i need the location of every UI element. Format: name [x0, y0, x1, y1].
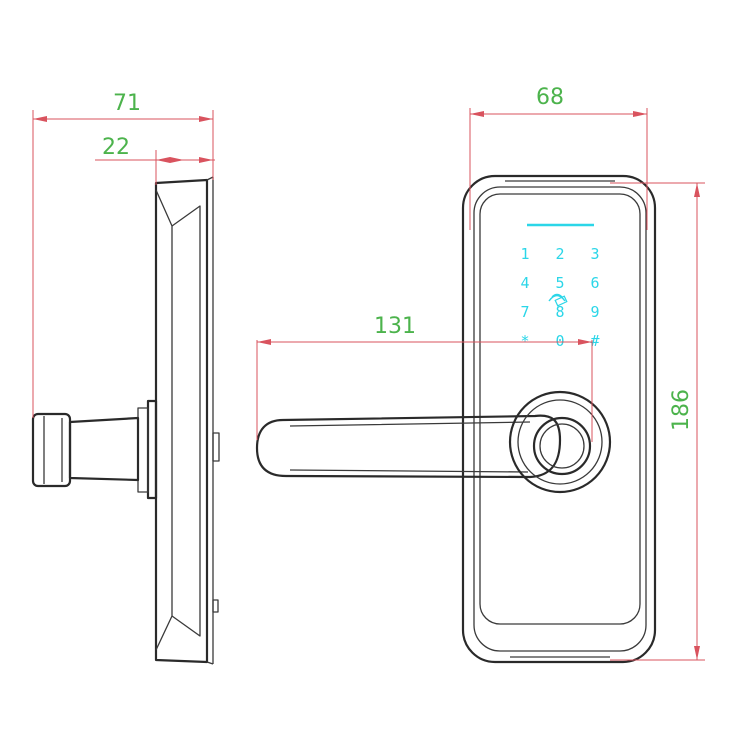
keypad-key-7[interactable]: 7	[520, 303, 529, 321]
side-view	[31, 176, 220, 665]
keypad-glass-panel	[479, 193, 641, 625]
keypad-key-9[interactable]: 9	[590, 303, 599, 321]
keypad-key-5[interactable]: 5	[555, 274, 564, 292]
keypad-key-3[interactable]: 3	[590, 245, 599, 263]
keypad-key-star[interactable]: *	[520, 332, 529, 350]
arrow-head	[470, 111, 484, 117]
arrow-head	[199, 157, 213, 163]
side-handle-shaft	[68, 416, 140, 482]
dimension-131: 131	[256, 314, 593, 442]
dimension-label: 186	[669, 389, 694, 431]
dimension-68: 68	[469, 85, 648, 230]
front-handle-contour	[289, 421, 531, 473]
front-plate-outer	[461, 174, 657, 664]
front-view: 1 2 3 4 5 6 7 8 9 * 0 #	[255, 174, 657, 664]
keypad-key-2[interactable]: 2	[555, 245, 564, 263]
front-handle-rose-inner	[517, 399, 603, 485]
side-plate-stub	[212, 432, 220, 462]
front-handle-lever	[255, 414, 562, 479]
keypad-key-0[interactable]: 0	[555, 332, 564, 350]
dimension-label: 71	[113, 91, 141, 116]
arrow-head	[633, 111, 647, 117]
arrow-head	[199, 116, 213, 122]
side-plate-face	[171, 205, 201, 637]
keypad-key-hash[interactable]: #	[590, 332, 599, 350]
keypad-key-8[interactable]: 8	[555, 303, 564, 321]
fingerprint-icon[interactable]	[532, 416, 592, 476]
side-handle-collar	[137, 407, 149, 493]
arrow-head	[257, 339, 271, 345]
side-plate-edge-bottom	[206, 661, 214, 665]
arrow-head	[33, 116, 47, 122]
dimension-label: 22	[102, 135, 130, 160]
card-reader-icon	[548, 293, 568, 307]
keypad-key-1[interactable]: 1	[520, 245, 529, 263]
arrow-head	[694, 646, 700, 660]
side-handle-end	[31, 412, 72, 488]
side-handle-rose	[146, 399, 158, 500]
dimension-71: 71	[32, 91, 214, 418]
dimension-label: 68	[536, 85, 564, 110]
front-plate-inner	[473, 186, 647, 652]
side-plate-edge-top	[206, 176, 214, 181]
keypad-key-6[interactable]: 6	[590, 274, 599, 292]
arrow-head	[156, 157, 170, 163]
keypad: 1 2 3 4 5 6 7 8 9 * 0 #	[520, 245, 599, 350]
side-plate-bevel	[155, 189, 173, 651]
dimension-22: 22	[95, 135, 215, 185]
front-handle-rose-outer	[508, 390, 612, 494]
arrow-head	[578, 339, 592, 345]
fingerprint-reader-lens	[539, 423, 585, 469]
side-plate-screw	[212, 599, 219, 613]
dimension-186: 186	[610, 182, 705, 661]
keypad-key-4[interactable]: 4	[520, 274, 529, 292]
arrow-head	[694, 183, 700, 197]
dimension-label: 131	[374, 314, 416, 339]
arrow-head	[170, 157, 184, 163]
